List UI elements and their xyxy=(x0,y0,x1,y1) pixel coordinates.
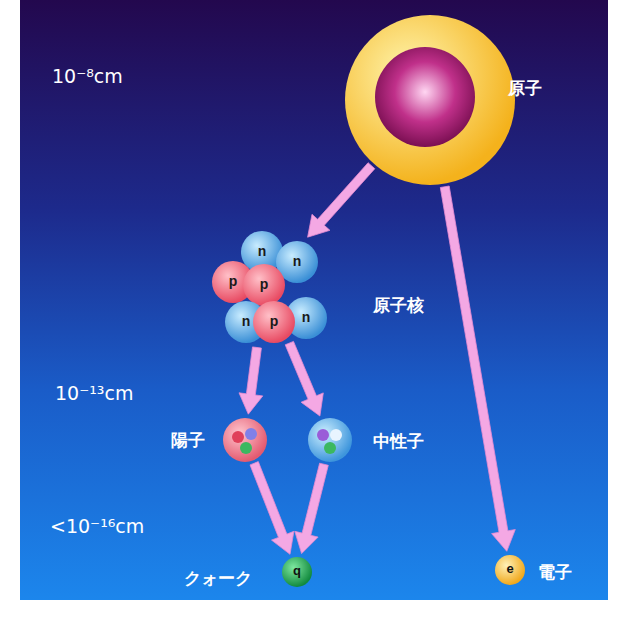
quark-ball: qクォーク xyxy=(282,557,312,587)
pink-arrow xyxy=(285,341,323,416)
atom-label: 原子 xyxy=(508,79,542,98)
nucleon-letter: p xyxy=(229,274,238,289)
quark-label: クォーク xyxy=(184,569,252,588)
nucleon-letter: n xyxy=(302,310,311,325)
electron-label: 電子 xyxy=(538,563,572,582)
nucleon-letter: p xyxy=(270,314,279,329)
scale-label: 10⁻¹³cm xyxy=(55,383,133,404)
nucleon-letter: n xyxy=(242,314,251,329)
pink-arrow xyxy=(250,462,294,555)
pink-arrow xyxy=(295,463,329,553)
scale-label: <10⁻¹⁶cm xyxy=(50,516,144,537)
atom-circle: 原子 xyxy=(345,15,515,185)
neutron-ball-shape xyxy=(308,418,352,462)
pink-arrow xyxy=(239,347,263,414)
nucleon-letter: n xyxy=(293,254,302,269)
nucleon-letter: n xyxy=(258,244,267,259)
proton-label: 陽子 xyxy=(171,431,205,450)
atom-circle-shape xyxy=(345,15,515,185)
electron-symbol: e xyxy=(506,562,513,576)
nucleus-label: 原子核 xyxy=(373,296,424,315)
neutron-ball: 中性子 xyxy=(308,418,352,462)
neutron-label: 中性子 xyxy=(373,432,424,451)
quark-symbol: q xyxy=(293,564,301,578)
pink-arrow xyxy=(308,163,375,238)
pink-arrow xyxy=(440,186,515,551)
electron-ball: e電子 xyxy=(495,555,525,585)
nucleon-letter: p xyxy=(260,277,269,292)
proton-ball: 陽子 xyxy=(223,418,267,462)
scale-label: 10⁻⁸cm xyxy=(52,66,123,87)
proton-ball-shape xyxy=(223,418,267,462)
